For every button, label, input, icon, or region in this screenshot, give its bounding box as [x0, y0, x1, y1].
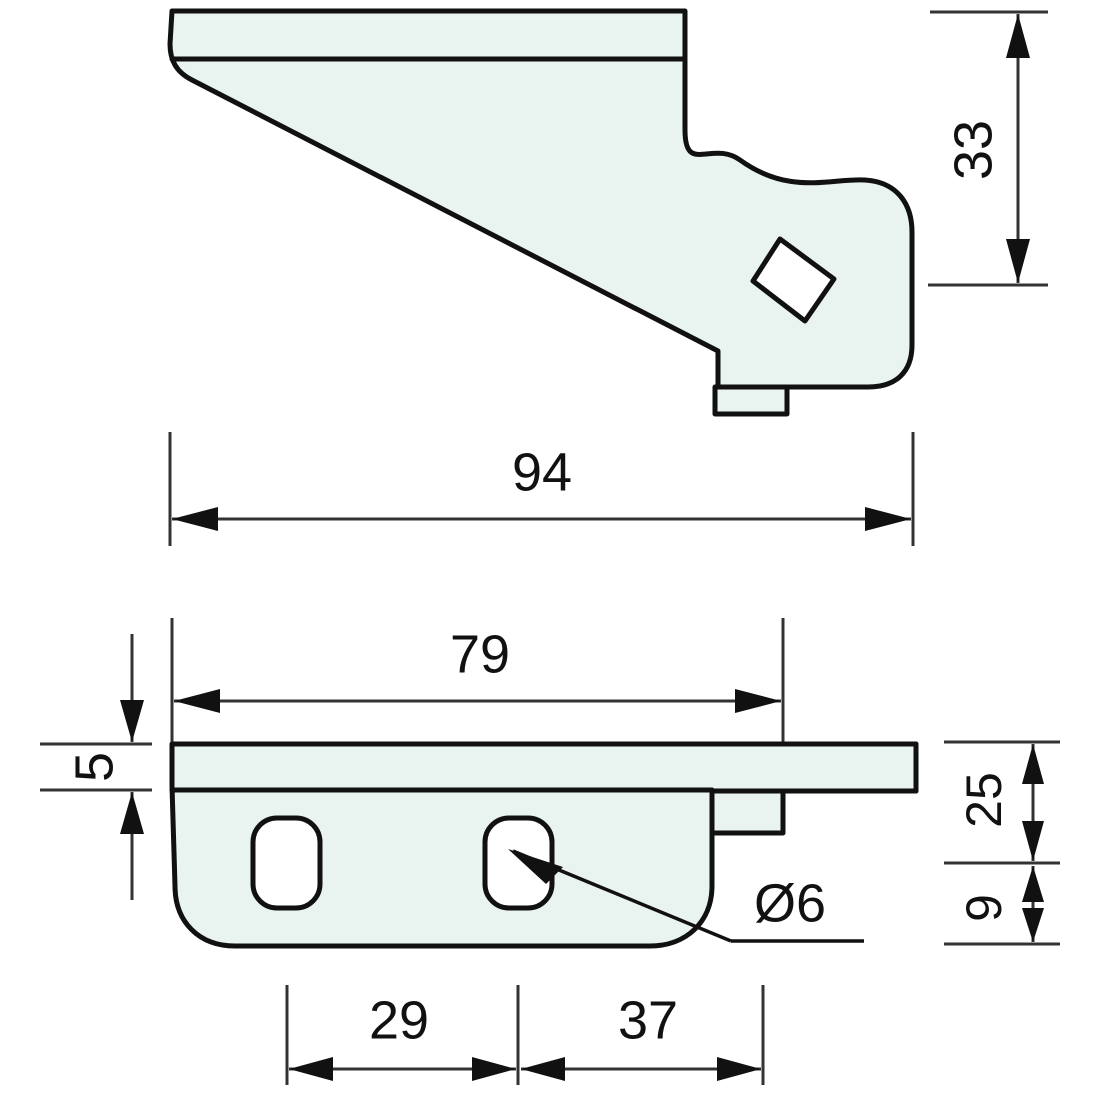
dim-5-arrow-up [120, 792, 144, 834]
dimension-29-37: 29 37 [285, 985, 765, 1085]
side-view-bottom-tab [712, 384, 790, 417]
dimension-94: 94 [168, 432, 915, 546]
dimension-79: 79 [170, 618, 785, 742]
dim-5-label: 5 [64, 752, 124, 782]
diameter-callout-6: Ø6 [508, 849, 864, 943]
dim-94-label: 94 [512, 442, 572, 502]
dim-33-arrow-up [1006, 14, 1030, 58]
dim-29-arrow-right [472, 1057, 516, 1081]
front-view-slot-right [482, 815, 555, 911]
dim-25-arrow-up [1022, 744, 1044, 784]
dim-79-arrow-left [174, 689, 220, 713]
dim-79-arrow-right [735, 689, 781, 713]
dim-9-arrow-up [1022, 866, 1044, 902]
dimension-5: 5 [40, 634, 152, 900]
dia-6-arrow [508, 849, 563, 884]
front-elevation-view [169, 741, 919, 949]
side-view-square-hole [750, 236, 837, 324]
dim-33-arrow-down [1006, 239, 1030, 283]
dim-37-label: 37 [618, 990, 678, 1050]
dia-6-label: Ø6 [754, 873, 826, 933]
dimension-9: 9 [944, 866, 1060, 946]
dimension-25: 25 [944, 740, 1060, 865]
dim-25-arrow-down [1022, 821, 1044, 861]
dim-94-arrow-right [865, 507, 911, 531]
side-view-body-outline [167, 8, 915, 390]
dim-29-arrow-left [289, 1057, 333, 1081]
dim-9-arrow-down [1022, 908, 1044, 942]
front-view-slot-left [250, 815, 323, 911]
dim-25-label: 25 [956, 772, 1012, 828]
dim-79-label: 79 [450, 624, 510, 684]
dim-37-arrow-right [717, 1057, 761, 1081]
dim-5-arrow-down [120, 700, 144, 742]
dim-33-label: 33 [943, 120, 1003, 180]
dimension-33: 33 [928, 10, 1048, 287]
side-elevation-view [167, 8, 915, 417]
dim-94-arrow-left [172, 507, 218, 531]
dim-37-arrow-left [521, 1057, 565, 1081]
dim-29-label: 29 [369, 990, 429, 1050]
dim-9-label: 9 [956, 894, 1012, 922]
